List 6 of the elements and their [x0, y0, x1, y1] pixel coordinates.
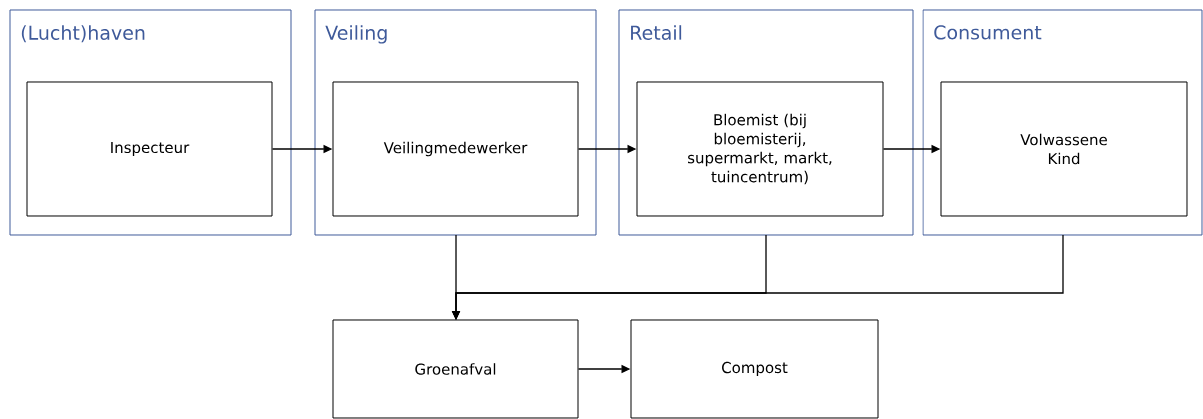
- process-box: Bloemist (bij bloemisterij, supermarkt, markt, tuincentrum): [636, 81, 884, 217]
- process-box: Compost: [630, 319, 879, 419]
- process-box: Volwassene Kind: [940, 81, 1188, 217]
- process-box: Inspecteur: [26, 81, 273, 217]
- process-box: Groenafval: [332, 319, 579, 419]
- process-box: Veilingmedewerker: [332, 81, 579, 217]
